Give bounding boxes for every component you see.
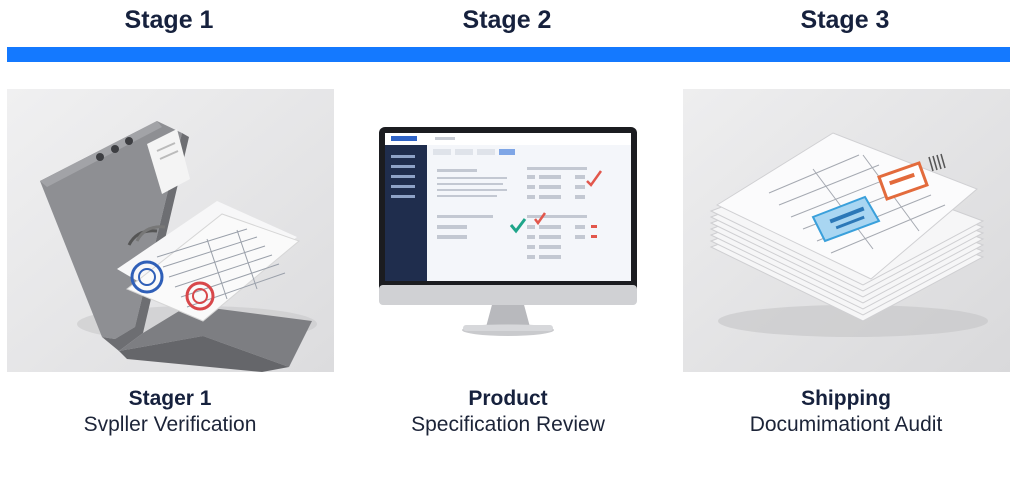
stage-3-title: Stage 3 — [800, 6, 890, 34]
stage-3-caption-title: Shipping — [801, 387, 891, 410]
progress-bar — [7, 47, 1010, 62]
stage-3-image — [683, 89, 1010, 372]
stage-2-caption-subtitle: Specification Review — [411, 413, 605, 436]
stage-2-caption: Product Specification Review — [343, 386, 673, 438]
binder-folder-icon — [7, 89, 334, 372]
stage-1-caption: Stager 1 Svpller Verification — [5, 386, 335, 438]
stage-3-caption-subtitle: Documimationt Audit — [749, 413, 943, 436]
document-stack-icon — [683, 89, 1010, 372]
stage-2-caption-title: Product — [468, 387, 548, 410]
stage-3-caption: Shipping Documimationt Audit — [681, 386, 1011, 438]
stage-1-caption-subtitle: Svpller Verification — [83, 413, 257, 436]
stage-1-title: Stage 1 — [124, 6, 214, 34]
stage-2-title: Stage 2 — [462, 6, 552, 34]
stage-1-caption-title: Stager 1 — [128, 387, 212, 410]
stage-1-image — [7, 89, 334, 372]
stage-2-image — [345, 89, 671, 372]
monitor-icon — [345, 89, 671, 372]
